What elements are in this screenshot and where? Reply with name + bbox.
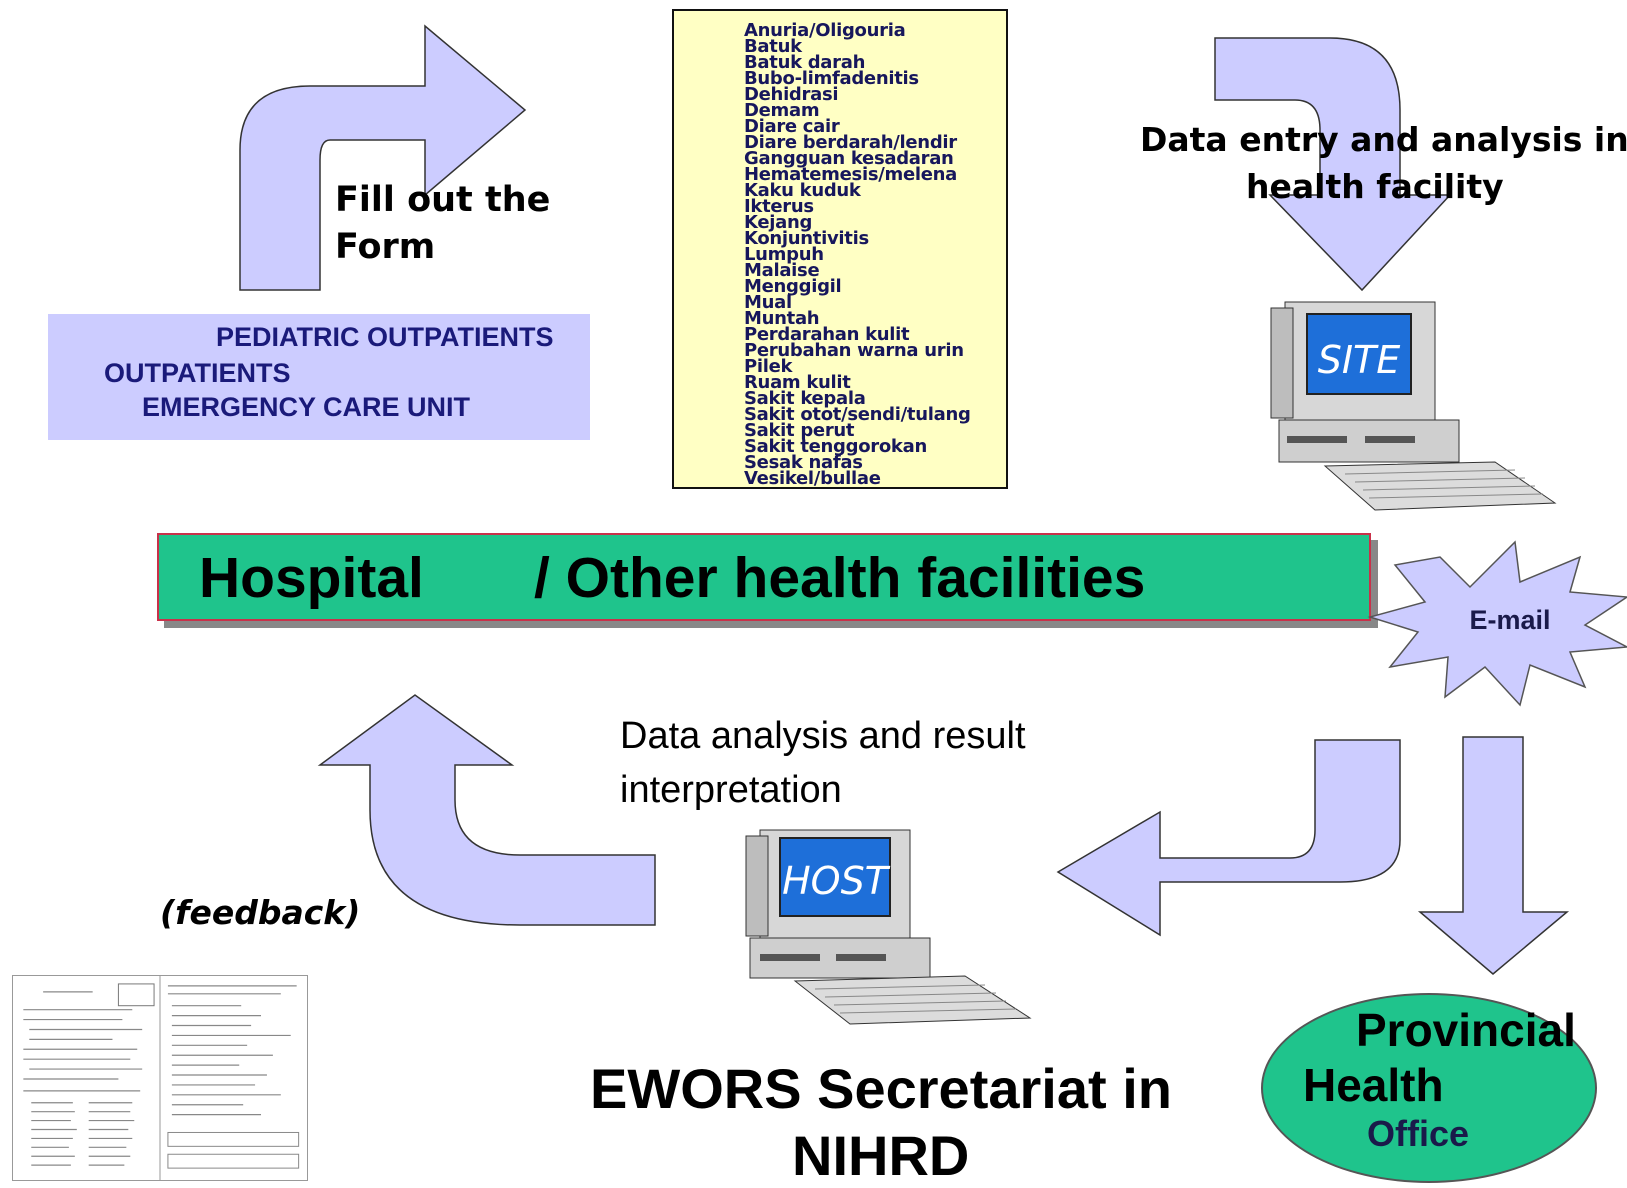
symptom-item: Dehidrasi xyxy=(744,84,839,105)
provincial-label-line1: Provincial xyxy=(1356,1004,1576,1056)
data-entry-label-line1: Data entry and analysis in xyxy=(1140,120,1627,159)
site-screen-label: SITE xyxy=(1318,338,1401,382)
fill-form-label-line2: Form xyxy=(335,227,436,267)
secretariat-label-line2: NIHRD xyxy=(792,1124,970,1187)
symptom-item: Kaku kuduk xyxy=(744,180,861,201)
symptom-item: Sesak nafas xyxy=(744,452,863,473)
departments-box: PEDIATRIC OUTPATIENTS OUTPATIENTS EMERGE… xyxy=(48,314,590,440)
symptom-item: Kejang xyxy=(744,212,813,233)
hospital-label: Hospital xyxy=(199,546,424,610)
feedback-label: (feedback) xyxy=(160,893,361,932)
provincial-label-line3: Office xyxy=(1367,1113,1470,1154)
symptom-item: Batuk darah xyxy=(744,52,866,73)
email-label: E-mail xyxy=(1469,605,1550,635)
host-screen-label: HOST xyxy=(782,859,891,903)
symptom-item: Demam xyxy=(744,100,820,121)
site-computer-icon: SITE xyxy=(1270,301,1557,511)
analysis-label-line2: interpretation xyxy=(620,769,842,811)
symptom-item: Diare berdarah/lendir xyxy=(744,132,957,153)
symptom-item: Ikterus xyxy=(744,196,814,217)
symptom-item: Gangguan kesadaran xyxy=(744,148,954,169)
symptom-item: Bubo-limfadenitis xyxy=(744,68,919,89)
symptom-item: Menggigil xyxy=(744,276,842,297)
analysis-label-line1: Data analysis and result xyxy=(620,715,1026,757)
symptom-item: Pilek xyxy=(744,356,793,377)
symptom-item: Diare cair xyxy=(744,116,840,137)
symptom-item: Muntah xyxy=(744,308,820,329)
data-entry-label-line2: health facility xyxy=(1246,167,1504,206)
symptom-item: Sakit otot/sendi/tulang xyxy=(744,404,971,425)
pediatric-outpatients-label: PEDIATRIC OUTPATIENTS xyxy=(216,322,554,352)
symptom-item: Lumpuh xyxy=(744,244,824,265)
symptom-item: Batuk xyxy=(744,36,802,57)
facilities-banner: Hospital / Other health facilities xyxy=(157,533,1371,621)
symptom-item: Perdarahan kulit xyxy=(744,324,910,345)
symptom-item: Anuria/Oligouria xyxy=(744,20,906,41)
secretariat-label-line1: EWORS Secretariat in xyxy=(590,1057,1172,1120)
provincial-label-line2: Health xyxy=(1303,1059,1444,1111)
other-facilities-label: / Other health facilities xyxy=(534,546,1146,610)
symptom-item: Sakit perut xyxy=(744,420,855,441)
symptom-item: Malaise xyxy=(744,260,820,281)
emergency-care-unit-label: EMERGENCY CARE UNIT xyxy=(142,392,471,422)
form-thumbnail-image xyxy=(12,975,308,1181)
provincial-office-ellipse xyxy=(1261,993,1597,1183)
symptom-item: Sakit tenggorokan xyxy=(744,436,927,457)
email-burst-icon: E-mail xyxy=(1367,540,1627,707)
symptom-item: Vesikel/bullae xyxy=(744,468,881,489)
symptom-item: Perubahan warna urin xyxy=(744,340,964,361)
symptom-item: Ruam kulit xyxy=(744,372,851,393)
outpatients-label: OUTPATIENTS xyxy=(104,358,291,388)
symptom-item: Konjuntivitis xyxy=(744,228,869,249)
symptom-item: Hematemesis/melena xyxy=(744,164,958,185)
symptom-item: Sakit kepala xyxy=(744,388,866,409)
host-computer-icon: HOST xyxy=(745,829,1032,1025)
fill-form-label-line1: Fill out the xyxy=(335,180,551,220)
symptom-item: Mual xyxy=(744,292,792,313)
